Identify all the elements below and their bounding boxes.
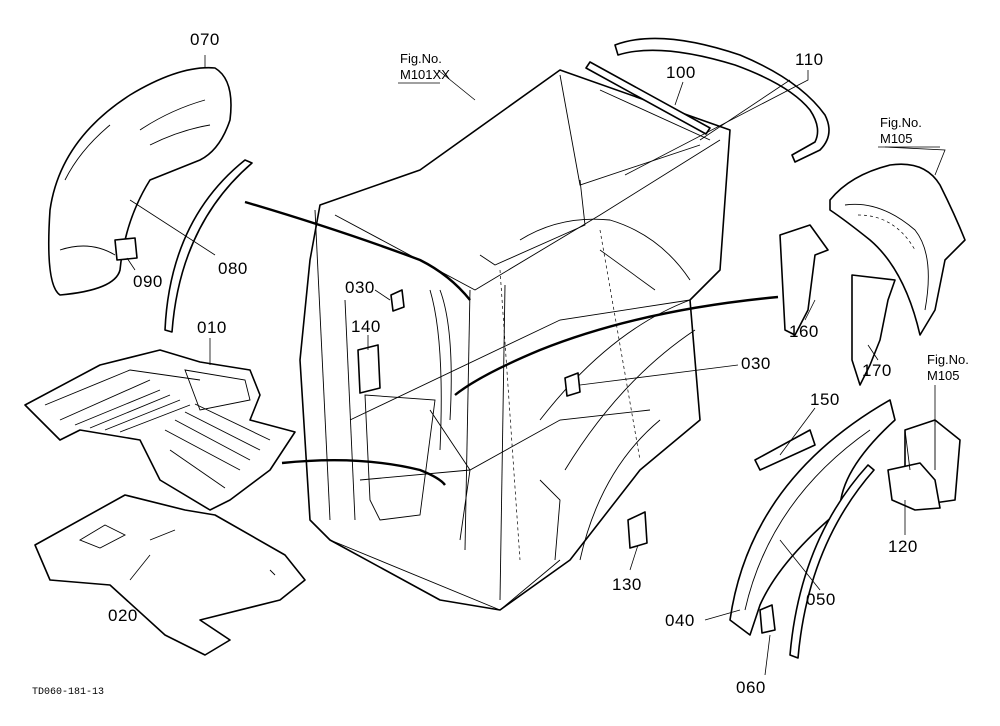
label-160: 160 xyxy=(789,322,819,341)
rear-fender-assembly xyxy=(829,163,966,336)
part-050-fender-strip xyxy=(789,464,875,659)
label-070: 070 xyxy=(190,30,220,49)
label-120: 120 xyxy=(888,537,918,556)
label-030-left: 030 xyxy=(345,278,375,297)
label-010: 010 xyxy=(197,318,227,337)
part-020-floor-plate xyxy=(34,494,306,656)
label-110: 110 xyxy=(795,50,824,69)
part-040-fender-inner xyxy=(729,399,896,636)
figref-fender-rear-line1: Fig.No. xyxy=(880,115,922,130)
label-150: 150 xyxy=(810,390,840,409)
label-040: 040 xyxy=(665,611,695,630)
part-100-roof-strip xyxy=(585,61,711,135)
part-070-fender-cover xyxy=(48,66,232,296)
drawing-code: TD060-181-13 xyxy=(32,687,104,698)
figref-fender-rear-line2: M105 xyxy=(880,131,913,146)
label-100: 100 xyxy=(666,63,696,82)
figref-fender-bracket-line2: M105 xyxy=(927,368,960,383)
cab-frame xyxy=(299,69,731,611)
part-010-floor-mat xyxy=(24,349,296,511)
part-030-right-pad xyxy=(564,372,581,397)
label-030-right: 030 xyxy=(741,354,771,373)
part-labels: 070 080 090 010 020 030 140 100 110 160 … xyxy=(108,30,918,697)
label-140: 140 xyxy=(351,317,381,336)
label-020: 020 xyxy=(108,606,138,625)
part-080-fender-strip xyxy=(164,159,253,333)
part-160-fender-panel xyxy=(779,224,829,336)
label-090: 090 xyxy=(133,272,163,291)
figref-cab-frame: Fig.No. M101XX xyxy=(398,51,450,84)
label-170: 170 xyxy=(862,361,892,380)
figref-cab-frame-line2: M101XX xyxy=(400,67,450,82)
part-030-left-pad xyxy=(390,289,405,312)
figref-fender-rear: Fig.No. M105 xyxy=(878,115,940,148)
label-130: 130 xyxy=(612,575,642,594)
figref-fender-bracket: Fig.No. M105 xyxy=(927,352,969,383)
part-170-fender-panel xyxy=(851,274,896,386)
part-110-roof-molding xyxy=(614,37,830,163)
part-120-bracket xyxy=(887,419,961,511)
part-130-pad xyxy=(627,511,648,549)
part-140-pad xyxy=(357,344,381,394)
label-050: 050 xyxy=(806,590,836,609)
part-060-small-pad xyxy=(759,604,776,634)
assembly-lines xyxy=(244,200,779,486)
leader-lines xyxy=(126,55,946,676)
figref-cab-frame-line1: Fig.No. xyxy=(400,51,442,66)
label-060: 060 xyxy=(736,678,766,697)
figref-fender-bracket-line1: Fig.No. xyxy=(927,352,969,367)
part-090-small-pad xyxy=(114,237,138,261)
label-080: 080 xyxy=(218,259,248,278)
